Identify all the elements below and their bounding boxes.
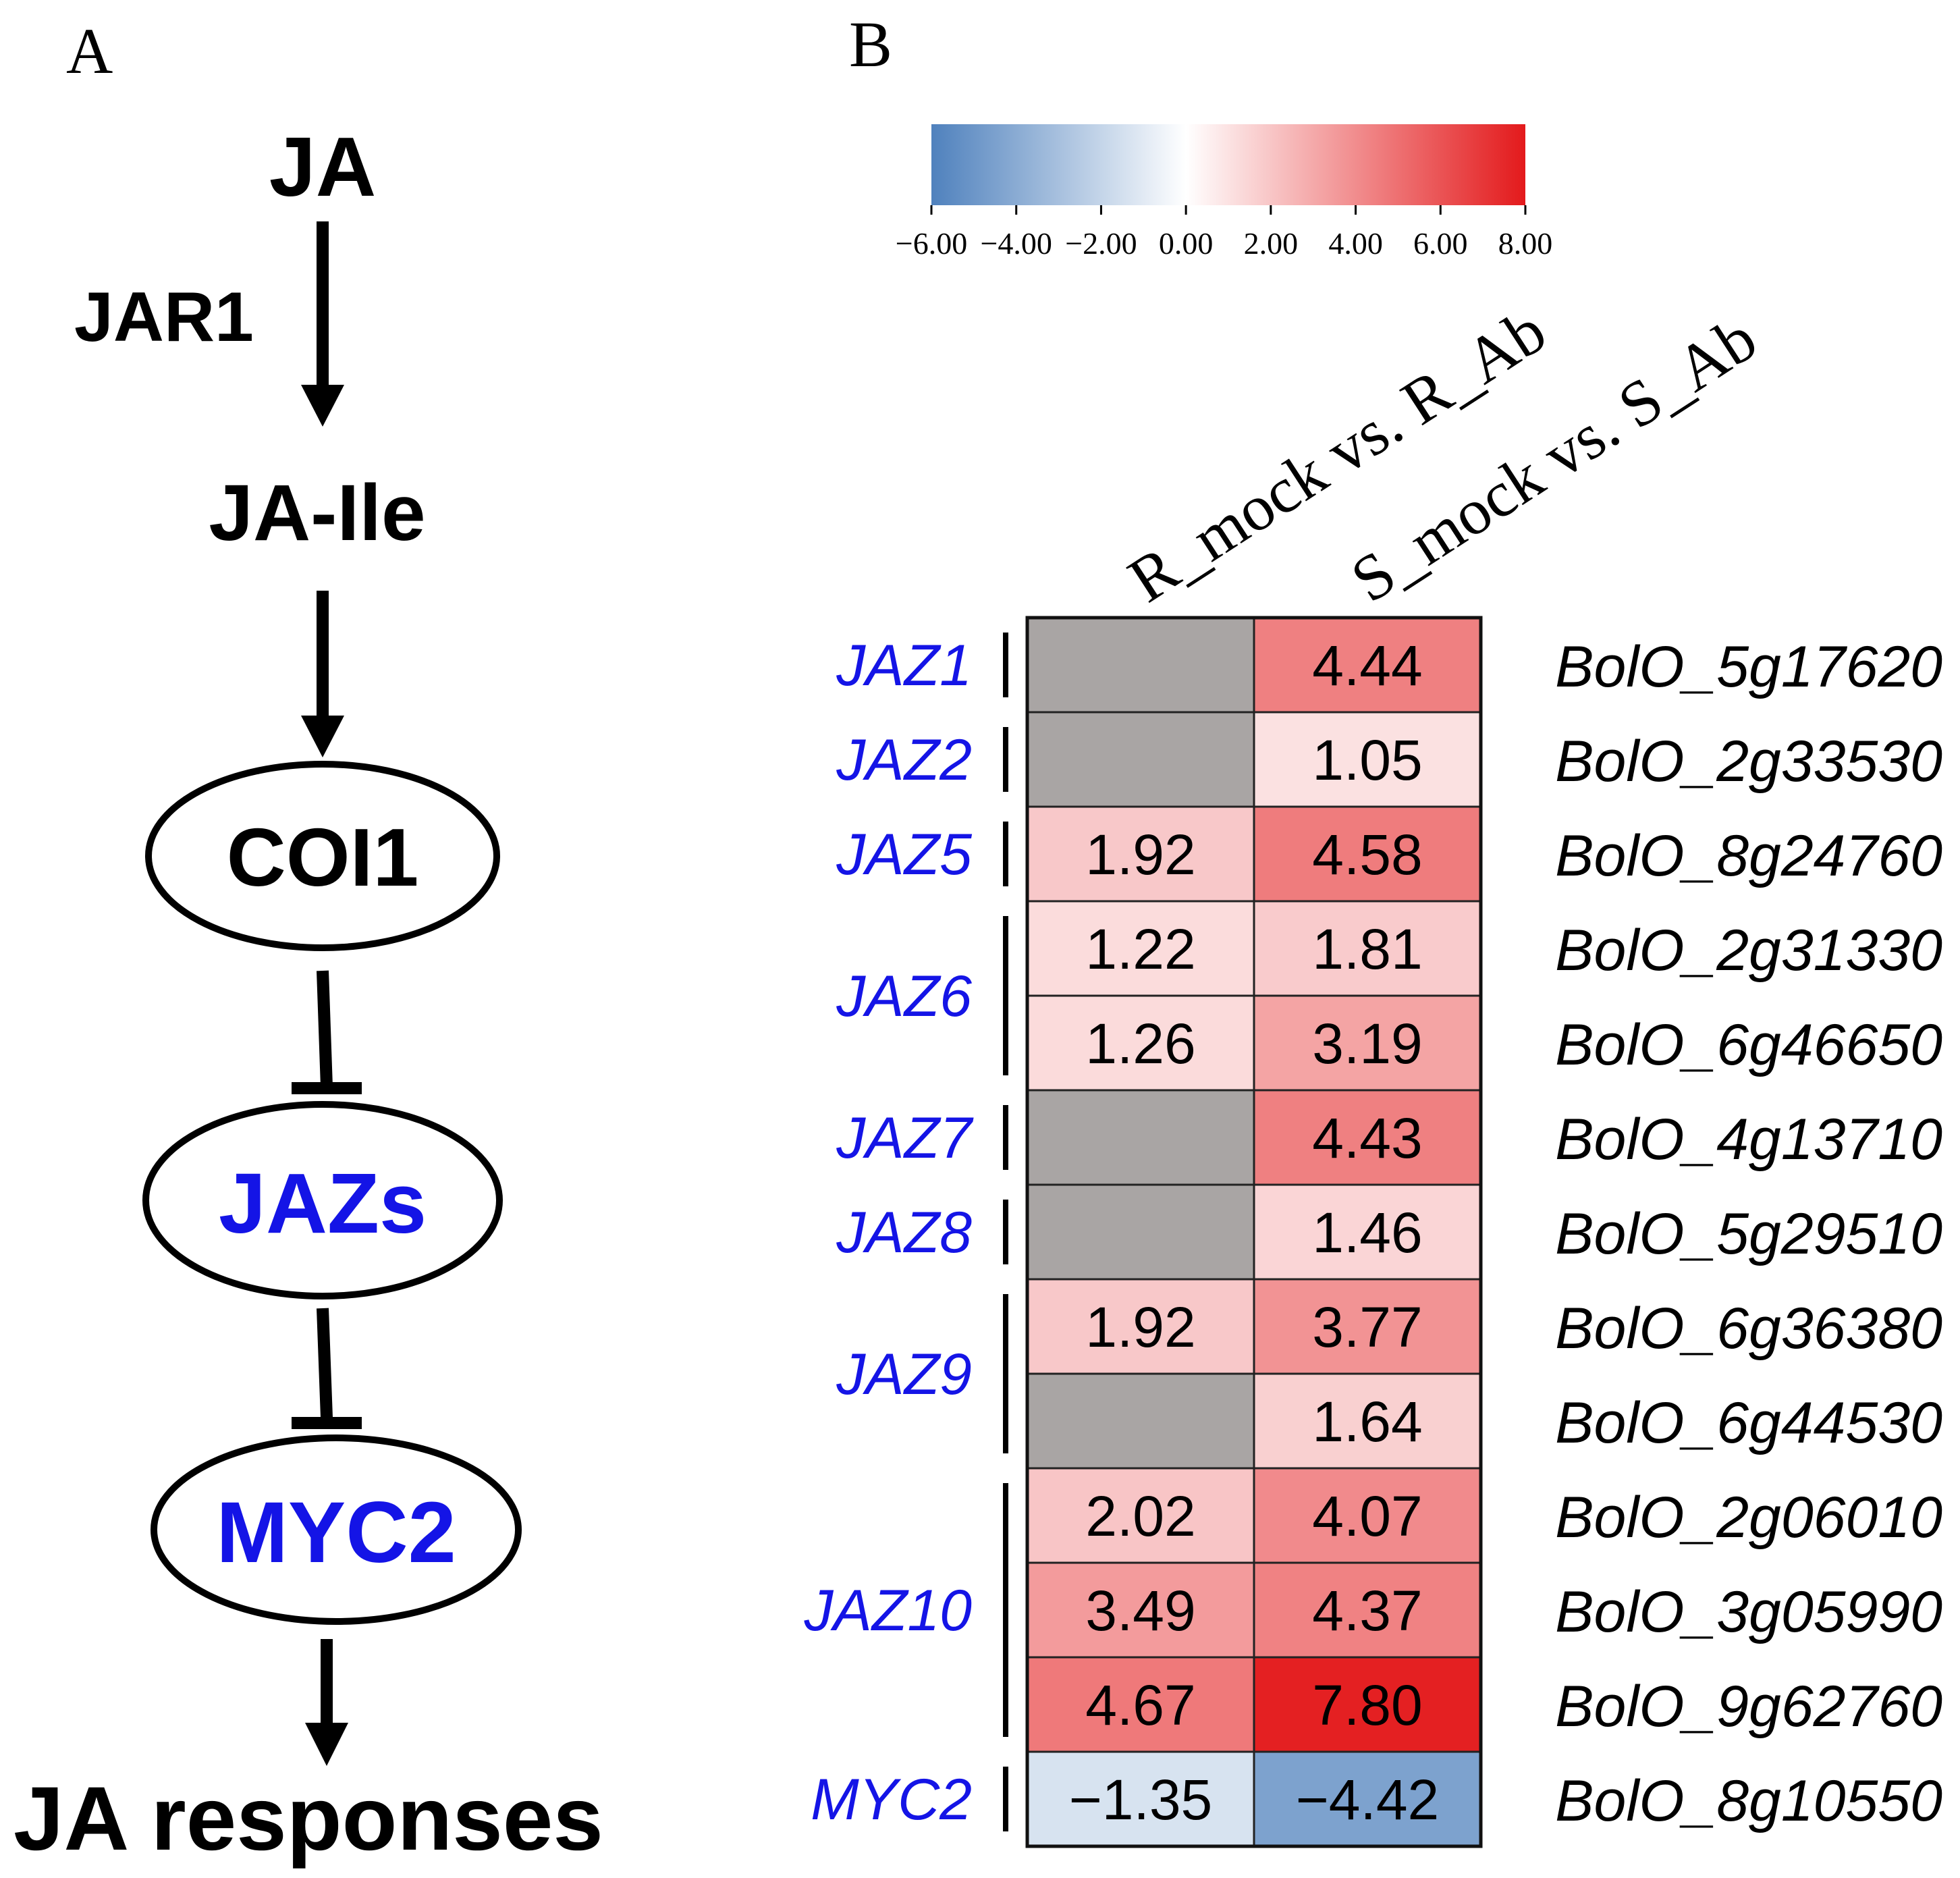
heatmap-cell-value: 4.07 [1312, 1484, 1423, 1548]
gene-id-label: BolO_2g31330 [1555, 918, 1942, 983]
gene-id-label: BolO_4g13710 [1555, 1107, 1942, 1172]
heatmap-cell-value: 4.67 [1085, 1673, 1196, 1737]
heatmap-cell [1253, 805, 1482, 903]
heatmap-cell [1026, 711, 1255, 808]
gene-id-label: BolO_6g36380 [1555, 1296, 1942, 1361]
panel-a-label: A [66, 15, 113, 87]
group-label: JAZ1 [836, 633, 972, 698]
heatmap-cell-value: 3.77 [1312, 1295, 1423, 1359]
heatmap-cell [1026, 1089, 1255, 1186]
heatmap-cell-value: 1.05 [1312, 728, 1423, 792]
myc2-ellipse [151, 1434, 522, 1625]
heatmap-cell-value: −4.42 [1296, 1768, 1440, 1831]
heatmap-cell-value: 1.81 [1312, 917, 1423, 981]
colorbar-tick-label: 4.00 [1328, 226, 1383, 261]
gene-id-label: BolO_6g46650 [1555, 1013, 1942, 1077]
heatmap-cell [1026, 616, 1255, 714]
colorbar-tick-label: 6.00 [1413, 226, 1468, 261]
group-label: JAZ5 [836, 822, 973, 887]
heatmap-cell-value: 1.46 [1312, 1201, 1423, 1264]
heatmap-cell-value: 4.44 [1312, 634, 1423, 697]
heatmap-cell-value: 1.26 [1085, 1012, 1196, 1075]
group-label: JAZ2 [836, 728, 972, 793]
heatmap-cell-value: 2.02 [1085, 1484, 1196, 1548]
ja-ile-node: JA-Ile [209, 468, 425, 558]
gene-id-label: BolO_8g10550 [1555, 1769, 1942, 1833]
group-label: MYC2 [811, 1767, 972, 1832]
heatmap-cell [1253, 1089, 1482, 1186]
heatmap-cell-value: 1.92 [1085, 823, 1196, 886]
colorbar-tick-label: 2.00 [1244, 226, 1299, 261]
colorbar-gradient [931, 124, 1525, 205]
colorbar-tick-label: −2.00 [1065, 226, 1137, 261]
gene-ids: BolO_5g17620BolO_2g33530BolO_8g24760BolO… [1555, 635, 1942, 1833]
colorbar-tick-label: 0.00 [1159, 226, 1214, 261]
group-label: JAZ9 [836, 1342, 972, 1407]
heatmap-cell [1253, 994, 1482, 1092]
coi1-node: COI1 [227, 811, 419, 903]
heatmap-cell-value: 1.92 [1085, 1295, 1196, 1359]
colorbar: −6.00 −4.00 −2.00 0.00 2.00 4.00 6.00 8.00 [896, 124, 1552, 261]
panel-b-label: B [849, 8, 892, 80]
heatmap-cell-value: 1.22 [1085, 917, 1196, 981]
column-header-r: R_mock vs. R_Ab [1116, 294, 1558, 616]
heatmap-cell [1026, 1467, 1255, 1564]
panel-a: A JA JAR1 JA-Ile COI1 JAZs MYC2 JA respo… [13, 15, 603, 1869]
heatmap-cell [1026, 994, 1255, 1092]
ja-responses-node: JA responses [13, 1769, 603, 1869]
gene-id-label: BolO_5g29510 [1555, 1202, 1942, 1266]
gene-id-label: BolO_9g62760 [1555, 1674, 1942, 1739]
colorbar-tick-label: −4.00 [980, 226, 1052, 261]
inhibition-coi1-jazs [317, 970, 333, 1088]
inhibition-jazs-myc2 [317, 1308, 333, 1418]
heatmap-cell-value: 4.58 [1312, 823, 1423, 886]
gene-id-label: BolO_2g06010 [1555, 1485, 1942, 1550]
jar1-label: JAR1 [74, 278, 254, 356]
heatmap-cell-value: 4.43 [1312, 1106, 1423, 1170]
group-label: JAZ7 [836, 1106, 974, 1171]
gene-id-label: BolO_3g05990 [1555, 1580, 1942, 1644]
heatmap-cell [1253, 1372, 1482, 1470]
heatmap-cell [1026, 1183, 1255, 1281]
colorbar-tick-label: −6.00 [896, 226, 967, 261]
gene-id-label: BolO_5g17620 [1555, 635, 1942, 699]
myc2-node: MYC2 [216, 1484, 456, 1581]
group-label: JAZ10 [803, 1578, 972, 1643]
arrowhead-myc2-to-responses [305, 1723, 348, 1766]
heatmap-cell-value: 1.64 [1312, 1390, 1423, 1453]
gene-id-label: BolO_8g24760 [1555, 824, 1942, 888]
ja-node: JA [269, 121, 377, 214]
arrowhead-ja-to-jaile [301, 385, 344, 427]
heatmap: 4.44 1.05 1.92 4.58 1.22 1.81 1.26 3.19 4.43 1.46… [1025, 616, 1483, 1848]
heatmap-cell [1253, 1561, 1482, 1659]
heatmap-cell [1026, 1372, 1255, 1470]
heatmap-border [1025, 616, 1483, 1848]
colorbar-tick-label: 8.00 [1498, 226, 1553, 261]
heatmap-cell-value: −1.35 [1069, 1768, 1213, 1831]
coi1-ellipse [145, 761, 500, 951]
jazs-ellipse [142, 1101, 503, 1299]
heatmap-cell [1253, 900, 1482, 997]
heatmap-cell [1253, 1656, 1482, 1753]
heatmap-cell-value: 3.19 [1312, 1012, 1423, 1075]
jazs-node: JAZs [219, 1156, 427, 1251]
heatmap-cell [1253, 1750, 1482, 1848]
gene-id-label: BolO_6g44530 [1555, 1391, 1942, 1455]
heatmap-cell-value: 4.37 [1312, 1579, 1423, 1642]
heatmap-cell-value: 3.49 [1085, 1579, 1196, 1642]
panel-b: B −6.00 −4.00 −2.00 0.00 2.00 4.00 6.00 8.00 R_… [803, 8, 1942, 1848]
group-label: JAZ6 [836, 964, 972, 1029]
group-label: JAZ8 [836, 1200, 972, 1265]
arrowhead-jaile-to-coi1 [301, 716, 344, 757]
heatmap-cell-value: 7.80 [1312, 1673, 1423, 1737]
gene-id-label: BolO_2g33530 [1555, 729, 1942, 794]
heatmap-cell [1253, 1467, 1482, 1564]
